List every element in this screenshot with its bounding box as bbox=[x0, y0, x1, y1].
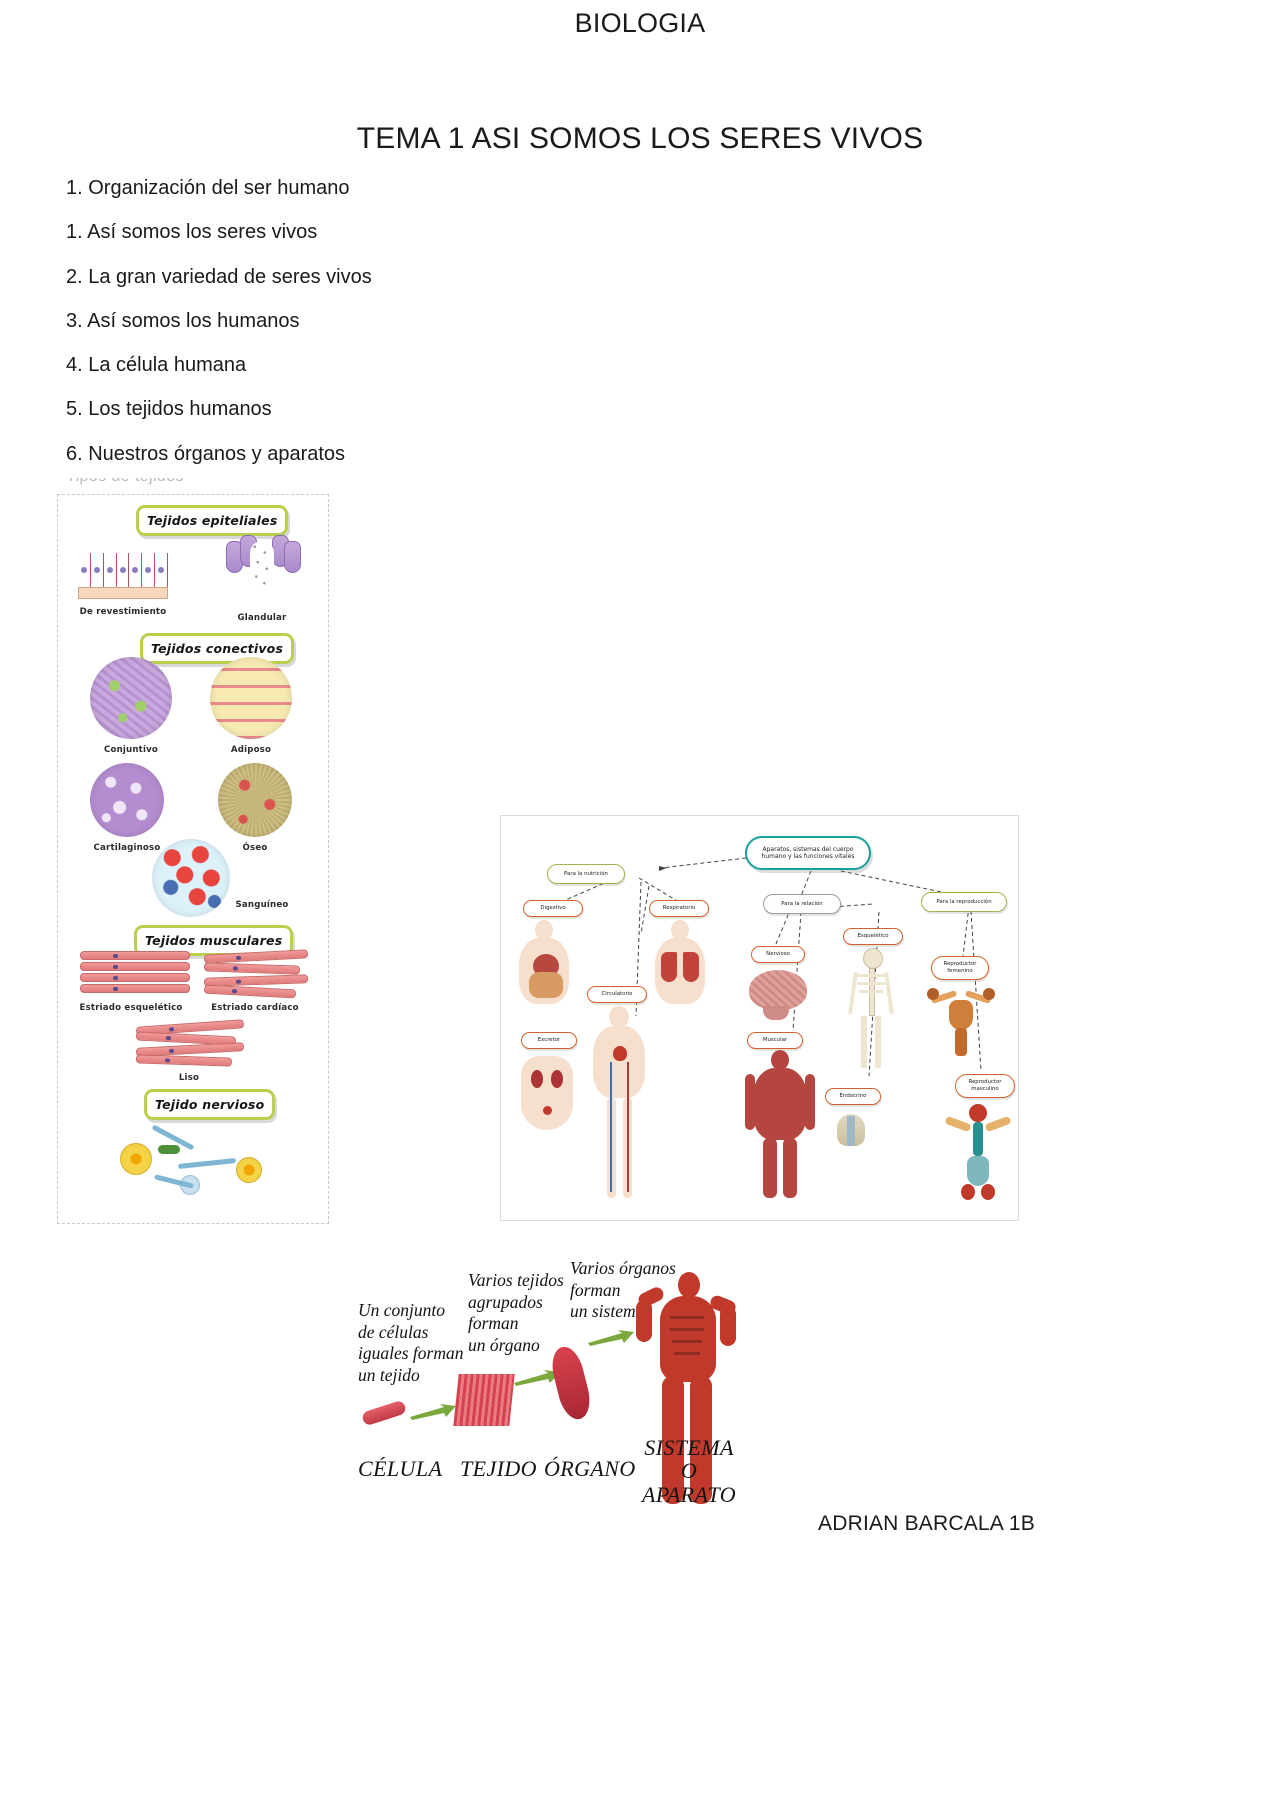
label-adiposo: Adiposo bbox=[230, 745, 272, 755]
system-reproductor-femenino: Reproductor femenino bbox=[931, 956, 989, 980]
system-nervioso: Nervioso bbox=[751, 946, 805, 963]
outline-item-6: 5. Los tejidos humanos bbox=[66, 398, 272, 421]
connective-conjuntivo-illustration bbox=[90, 657, 172, 739]
system-esqueletico: Esquelético bbox=[843, 928, 903, 945]
cardiac-striated-muscle-illustration bbox=[203, 949, 309, 999]
body-systems-concept-map: Aparatos, sistemas del cuerpo humano y l… bbox=[500, 815, 1019, 1221]
connective-sanguineo-illustration bbox=[152, 839, 230, 917]
system-excretor: Excretor bbox=[521, 1032, 577, 1049]
badge-tejidos-epiteliales: Tejidos epiteliales bbox=[136, 505, 289, 536]
concept-root-node: Aparatos, sistemas del cuerpo humano y l… bbox=[745, 836, 871, 870]
outline-item-3: 2. La gran variedad de seres vivos bbox=[66, 265, 372, 288]
outline-item-1: 1. Organización del ser humano bbox=[66, 177, 350, 199]
connective-adiposo-illustration bbox=[210, 657, 292, 739]
label-estriado-cardiaco: Estriado cardíaco bbox=[211, 1003, 299, 1013]
system-respiratorio: Respiratorio bbox=[649, 900, 709, 917]
cell-illustration bbox=[360, 1399, 408, 1427]
smooth-muscle-illustration bbox=[135, 1019, 246, 1067]
hierarchy-level-organo: ÓRGANO bbox=[544, 1456, 636, 1481]
hierarchy-level-celula: CÉLULA bbox=[358, 1456, 443, 1481]
glandular-epithelium-illustration bbox=[226, 535, 301, 603]
hierarchy-caption-cell: Un conjunto de células iguales forman un… bbox=[358, 1300, 464, 1386]
author-footer: ADRIAN BARCALA 1B bbox=[818, 1512, 1035, 1535]
nervous-system-illustration bbox=[741, 966, 817, 1030]
hierarchy-level-sistema: SISTEMA O APARATO bbox=[642, 1435, 737, 1507]
muscular-system-illustration bbox=[745, 1050, 815, 1200]
skeletal-striated-muscle-illustration bbox=[80, 951, 190, 997]
endocrine-system-illustration bbox=[827, 1108, 875, 1162]
respiratory-system-illustration bbox=[647, 920, 713, 1006]
arrow-cell-to-tissue bbox=[410, 1404, 456, 1420]
skeletal-system-illustration bbox=[843, 948, 901, 1074]
label-cartilaginoso: Cartilaginoso bbox=[93, 843, 161, 853]
outline-list: 1. Organización del ser humano 1. Así so… bbox=[66, 178, 686, 488]
tissues-figure-cut-caption: Tipos de tejidos bbox=[66, 468, 184, 485]
female-reproductive-illustration bbox=[925, 982, 999, 1064]
system-reproductor-masculino: Reproductor masculino bbox=[955, 1074, 1015, 1098]
hierarchy-level-tejido: TEJIDO bbox=[460, 1456, 537, 1481]
branch-para-la-relacion: Para la relación bbox=[763, 894, 841, 914]
organization-hierarchy-figure: Un conjunto de células iguales forman un… bbox=[348, 1258, 778, 1538]
male-reproductive-illustration bbox=[939, 1098, 1019, 1206]
outline-item-2: 1. Así somos los seres vivos bbox=[66, 221, 318, 244]
label-de-revestimiento: De revestimiento bbox=[79, 607, 167, 617]
label-conjuntivo: Conjuntivo bbox=[103, 745, 159, 755]
outline-item-4: 3. Así somos los humanos bbox=[66, 309, 300, 332]
label-sanguineo: Sanguíneo bbox=[235, 900, 289, 910]
badge-tejido-nervioso: Tejido nervioso bbox=[144, 1089, 276, 1120]
system-body-illustration bbox=[634, 1272, 738, 1520]
circulatory-system-illustration bbox=[587, 1006, 653, 1206]
arrow-organ-to-system bbox=[588, 1330, 634, 1346]
tissue-types-figure: Tejidos epiteliales De revestimiento Gla… bbox=[57, 494, 329, 1224]
hierarchy-caption-tissue: Varios tejidos agrupados forman un órgan… bbox=[468, 1270, 564, 1356]
branch-para-la-reproduccion: Para la reproducción bbox=[921, 892, 1007, 912]
system-endocrino: Endocrino bbox=[825, 1088, 881, 1105]
excretory-system-illustration bbox=[515, 1056, 581, 1166]
outline-item-5: 4. La célula humana bbox=[66, 354, 247, 377]
hierarchy-caption-organ: Varios órganos forman un sistema bbox=[570, 1258, 676, 1322]
system-muscular: Muscular bbox=[747, 1032, 803, 1049]
badge-tejidos-conectivos: Tejidos conectivos bbox=[140, 633, 295, 664]
epithelial-lining-illustration bbox=[78, 553, 169, 599]
outline-item-7: 6. Nuestros órganos y aparatos bbox=[66, 442, 346, 465]
page-title: BIOLOGIA bbox=[574, 8, 706, 38]
label-estriado-esqueletico: Estriado esquelético bbox=[79, 1003, 183, 1013]
label-oseo: Óseo bbox=[242, 843, 268, 853]
arrow-tissue-to-organ bbox=[514, 1370, 560, 1386]
system-circulatorio: Circulatorio bbox=[587, 986, 647, 1003]
connective-oseo-illustration bbox=[218, 763, 292, 837]
page-subtitle: TEMA 1 ASI SOMOS LOS SERES VIVOS bbox=[356, 122, 924, 155]
label-glandular: Glandular bbox=[237, 613, 287, 623]
system-digestivo: Digestivo bbox=[523, 900, 583, 917]
tissue-illustration bbox=[453, 1374, 515, 1426]
digestive-system-illustration bbox=[511, 920, 577, 1006]
branch-para-la-nutricion: Para la nutrición bbox=[547, 864, 625, 884]
connective-cartilaginoso-illustration bbox=[90, 763, 164, 837]
label-liso: Liso bbox=[178, 1073, 200, 1083]
